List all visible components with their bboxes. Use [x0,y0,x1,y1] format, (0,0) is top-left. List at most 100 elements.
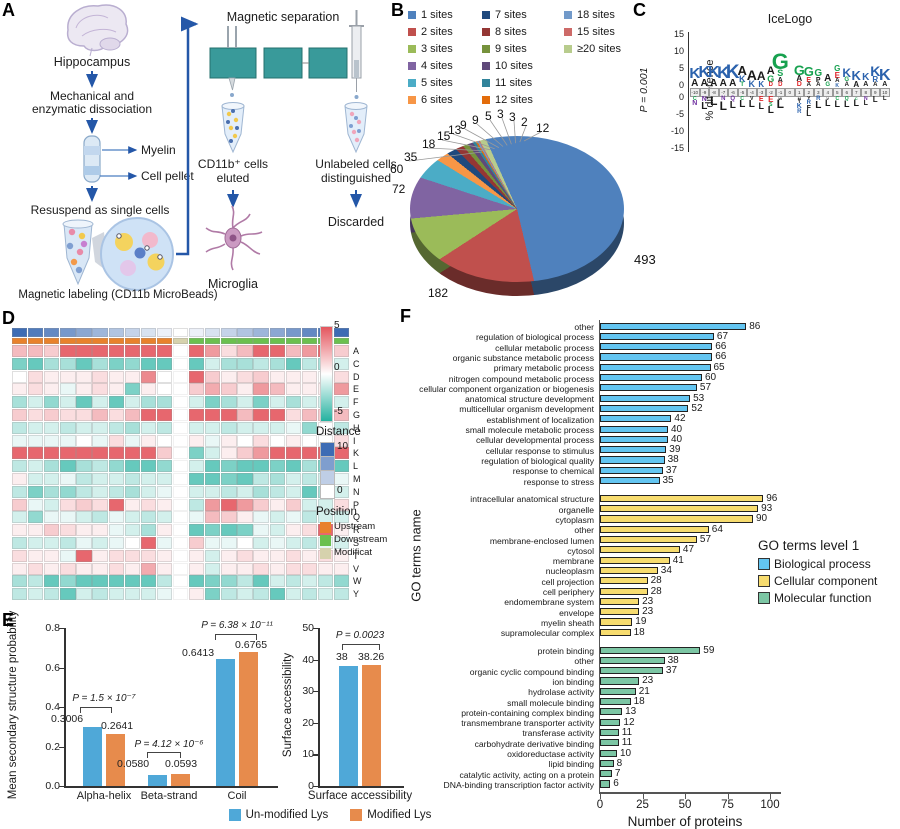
position-legend-label: Upstream [334,521,376,532]
heatmap-cell [285,357,301,370]
heatmap-cell [237,447,253,460]
heatmap-cell [189,562,205,575]
go-bar [600,566,658,575]
heatmap-row-label: F [352,397,359,408]
heatmap-cell [44,524,60,537]
heatmap-cell [156,485,173,498]
icelogo-letter: N [701,96,707,103]
heatmap-row: A [12,345,363,358]
heatmap-cell [28,447,44,460]
icelogo-ytick: 0 [678,80,684,90]
heatmap-row: F [12,396,363,409]
heatmap-cell [140,370,157,383]
heatmap-cell [269,434,285,447]
icelogo-ytick: -15 [670,143,684,153]
heatmap-cell [12,434,28,447]
heatmap-cell [205,460,221,473]
icelogo-letter: L [844,99,850,109]
heatmap-cell [28,345,44,358]
go-bar [600,505,759,513]
heatmap-cell [253,511,269,524]
icelogo-letter: K [738,74,746,85]
icelogo-letter: D [768,82,773,89]
go-bar-value: 47 [682,544,695,556]
heatmap-cell [189,357,205,370]
cell-pellet-label: Cell pellet [141,169,194,183]
heatmap-cell [140,473,157,486]
heatmap-cell [221,524,237,537]
significance-bracket [80,707,112,713]
heatmap-cell [156,562,173,575]
y-axis-line [318,628,320,786]
heatmap-cell [28,588,44,601]
heatmap-cell [156,370,173,383]
heatmap-cell [108,473,124,486]
icelogo-letter: N [863,96,868,102]
go-term-label: small molecule binding [507,697,594,708]
panel-a-workflow: Hippocampus Mechanical and enzymatic dis… [0,0,398,302]
magnified-cells-icon [100,217,174,291]
heatmap-cell [28,460,44,473]
heatmap-cell [108,383,124,396]
heatmap-cell [269,447,285,460]
heatmap-cell [108,357,124,370]
heatmap-cell [140,511,157,524]
heatmap-row-label: P [352,499,359,510]
position-cell [156,337,173,345]
dissociation-label-2: enzymatic dissociation [32,102,152,116]
heatmap-cell [269,588,285,601]
heatmap-cell [333,549,350,562]
legend-swatch-icon [408,78,416,87]
heatmap-cell [189,473,205,486]
heatmap-cell [44,460,60,473]
go-term-label: myelin sheath [540,617,594,628]
heatmap-cell [237,473,253,486]
go-bar-value: 60 [705,372,717,383]
pie-value-label: 2 [521,115,528,129]
heatmap-cell [44,575,60,588]
heatmap-cell [205,562,221,575]
heatmap-cell [269,409,285,422]
pie-value-label: 15 [437,129,451,143]
x-tick-mark [770,793,772,799]
go-bar [600,343,713,351]
pie-legend-label: 1 sites [421,8,453,21]
bar-modified [362,665,381,786]
heatmap-cell [301,345,317,358]
heatmap-cell [92,511,108,524]
heatmap-cell [76,460,92,473]
go-bar-value: 41 [672,554,684,566]
icelogo-letter: G [844,77,850,84]
heatmap-row-label: C [352,358,360,369]
heatmap-cell [12,498,28,511]
significance-bracket [342,644,380,650]
heatmap-cell [60,409,76,422]
distance-legend-title: Distance [316,426,361,438]
icelogo-position-box: -3 [756,88,766,97]
heatmap-row-label: Y [352,589,359,600]
go-bar-value: 67 [716,330,729,342]
distance-legend-swatch [320,456,335,471]
heatmap-cell [269,549,285,562]
icelogo-position-box: -7 [718,88,728,97]
distance-cell [189,328,205,337]
position-cell [60,337,76,345]
pie-legend-label: 5 sites [421,76,453,89]
heatmap-cell [253,588,269,601]
go-term-label: supramolecular complex [500,628,594,639]
go-bar-value: 86 [749,320,761,332]
heatmap-cell [172,588,189,601]
heatmap-cell [92,396,108,409]
heatmap-cell [221,473,237,486]
go-term-label: endomembrane system [504,597,594,608]
icelogo-letter: K [870,62,881,79]
heatmap-row-label: M [352,474,361,485]
icelogo-letter: A [863,81,869,89]
heatmap-cell [253,370,269,383]
